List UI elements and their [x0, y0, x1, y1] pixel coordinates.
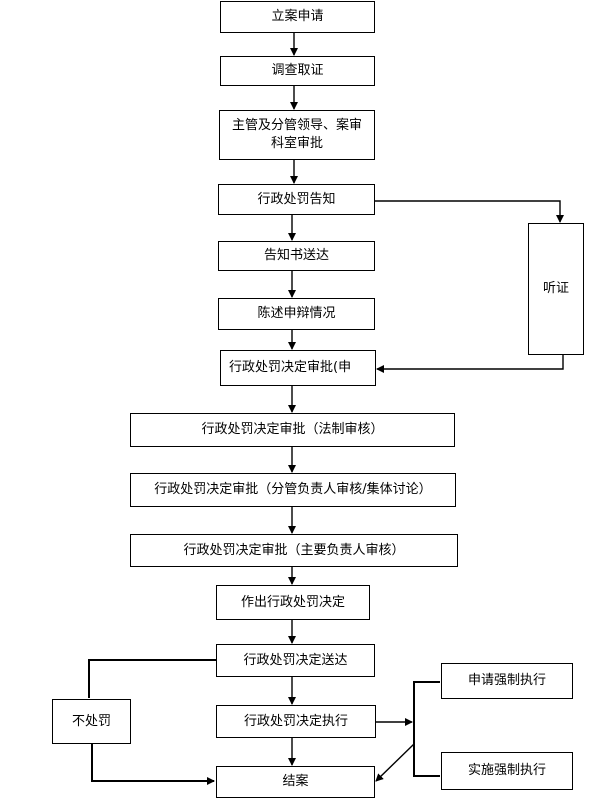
arrow-enforcement-to-closed [375, 743, 415, 782]
arrow-notice-to-hearing [375, 200, 564, 223]
node-investigation: 调查取证 [220, 56, 375, 86]
bracket-enforcement [413, 681, 440, 777]
arrow-hearing-to-decision [376, 355, 564, 373]
node-make-decision: 作出行政处罚决定 [216, 585, 370, 620]
node-implement-enforcement: 实施强制执行 [441, 752, 573, 790]
node-apply-enforcement: 申请强制执行 [441, 663, 573, 699]
line-delivery-to-no-penalty [88, 659, 216, 698]
node-penalty-notice: 行政处罚告知 [218, 184, 375, 215]
node-supervisor-review-line1: 主管及分管领导、案审 [231, 118, 362, 133]
node-no-penalty: 不处罚 [52, 699, 131, 744]
node-defense-statement: 陈述申辩情况 [218, 298, 375, 330]
node-deputy-review: 行政处罚决定审批（分管负责人审核/集体讨论） [130, 473, 456, 507]
node-decision-review: 行政处罚决定审批(申 [220, 350, 376, 386]
node-hearing: 听证 [528, 223, 584, 355]
node-supervisor-review-line2: 科室审批 [270, 136, 323, 151]
node-notice-delivery: 告知书送达 [218, 241, 375, 271]
node-supervisor-review: 主管及分管领导、案审 科室审批 [219, 110, 375, 160]
arrow-no-penalty-to-closed [91, 744, 215, 785]
node-filing: 立案申请 [220, 1, 375, 33]
node-case-closed: 结案 [216, 766, 375, 798]
node-legal-review: 行政处罚决定审批（法制审核） [130, 413, 455, 447]
node-decision-delivery: 行政处罚决定送达 [216, 644, 375, 677]
node-chief-review: 行政处罚决定审批（主要负责人审核） [130, 534, 458, 567]
node-decision-execution: 行政处罚决定执行 [216, 705, 376, 738]
